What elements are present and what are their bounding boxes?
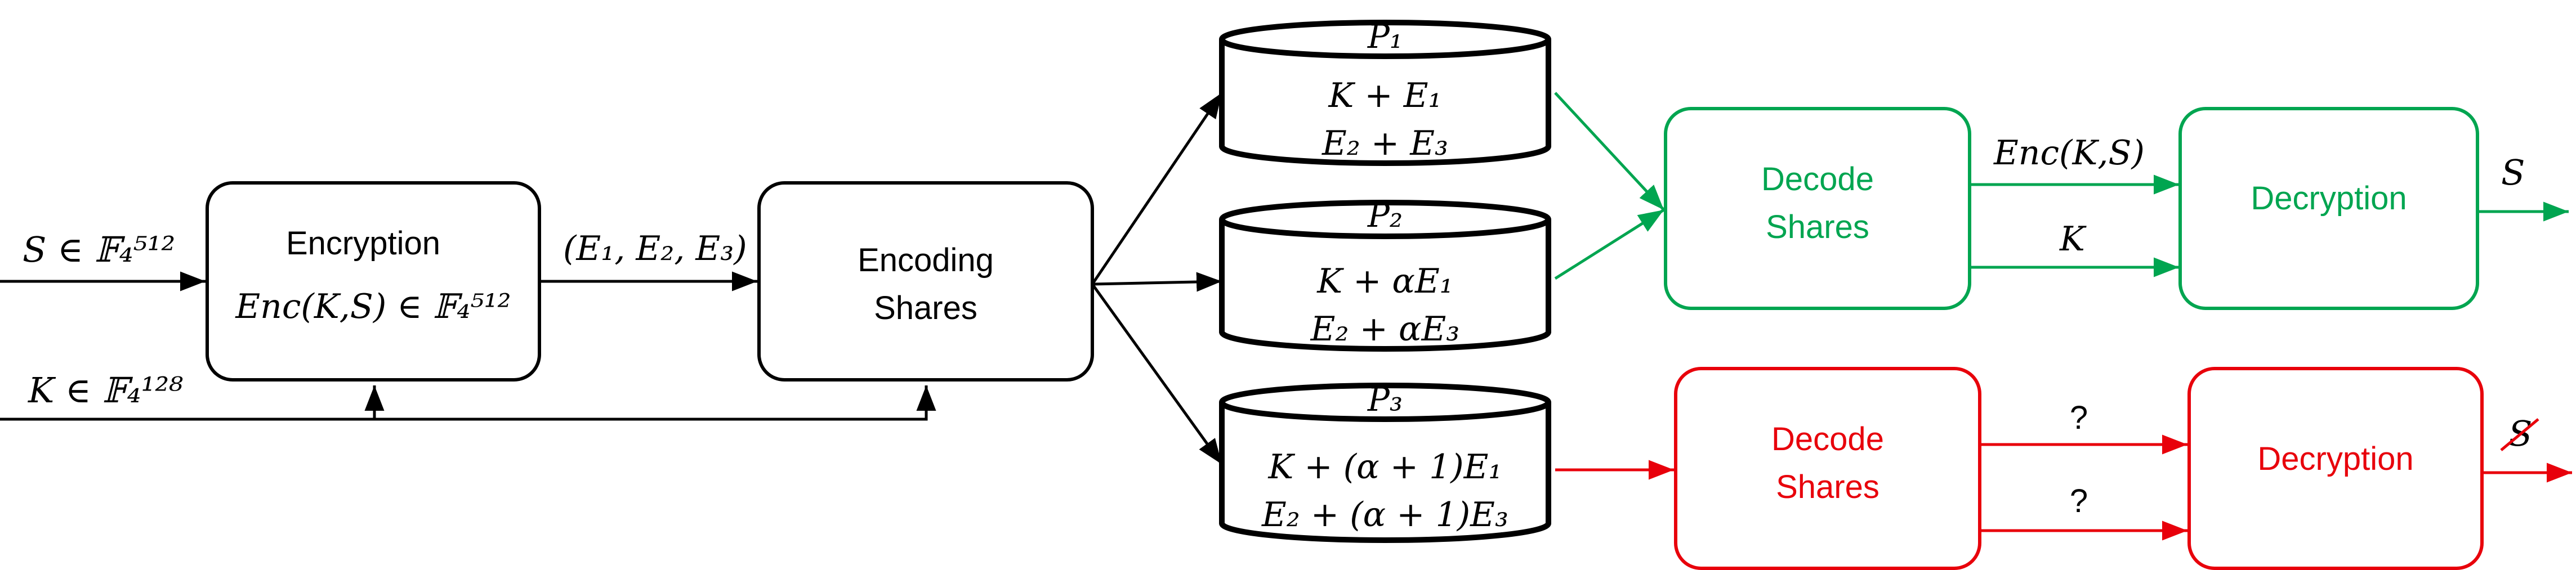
green-decode-line2: Shares (1766, 209, 1869, 245)
green-enc-label: Enc(K,S) (1993, 133, 2145, 173)
party-p1-cylinder: P₁ K + E₁ E₂ + E₃ (1219, 17, 1551, 166)
secret-input-label: S ∈ 𝔽₄⁵¹² (23, 229, 175, 270)
share-arrow-p1 (1091, 92, 1224, 285)
encryption-box (206, 181, 541, 382)
encoding-shares-line1: Encoding (858, 242, 994, 279)
encryption-title: Encryption (286, 225, 440, 262)
green-arrow-from-p2 (1554, 208, 1665, 280)
share-arrow-p2 (1092, 272, 1222, 292)
party-p3-name: P₃ (1367, 380, 1403, 419)
key-bus-line (0, 385, 936, 421)
share-tuple-label: (E₁, E₂, E₃) (563, 229, 747, 268)
red-decode-line2: Shares (1776, 469, 1879, 505)
party-p1-share2: E₂ + E₃ (1322, 124, 1448, 163)
party-p2-name: P₂ (1367, 196, 1403, 235)
green-decode-shares-box (1664, 107, 1971, 310)
red-decode-shares-box (1674, 367, 1981, 570)
party-p1-name: P₁ (1367, 17, 1403, 56)
encoding-shares-box (757, 181, 1094, 382)
red-decryption-label: Decryption (2257, 441, 2413, 477)
green-decryption-label: Decryption (2251, 180, 2407, 217)
red-unknown-bottom-label: ? (2070, 483, 2088, 519)
party-p2-share2: E₂ + αE₃ (1310, 309, 1460, 349)
party-p2-share1: K + αE₁ (1316, 262, 1453, 301)
party-p1-share1: K + E₁ (1328, 76, 1441, 115)
green-key-label: K (2059, 219, 2087, 259)
encoding-shares-line2: Shares (874, 290, 977, 326)
green-arrow-from-p1 (1554, 92, 1665, 211)
party-p3-share2: E₂ + (α + 1)E₃ (1261, 495, 1508, 535)
party-p2-cylinder: P₂ K + αE₁ E₂ + αE₃ (1219, 196, 1551, 352)
red-decode-line1: Decode (1771, 421, 1884, 457)
green-output-label: S (2501, 152, 2525, 193)
key-input-label: K ∈ 𝔽₄¹²⁸ (28, 370, 183, 411)
party-p3-share1: K + (α + 1)E₁ (1267, 447, 1502, 487)
red-decryption-box (2187, 367, 2484, 570)
party-p3-cylinder: P₃ K + (α + 1)E₁ E₂ + (α + 1)E₃ (1219, 380, 1551, 543)
share-arrow-p3 (1091, 283, 1224, 465)
green-decryption-box (2178, 107, 2479, 310)
encryption-formula: Enc(K,S) ∈ 𝔽₄⁵¹² (235, 287, 511, 326)
green-decode-line1: Decode (1761, 161, 1874, 198)
red-unknown-top-label: ? (2070, 400, 2088, 436)
red-output-strike (2500, 418, 2539, 451)
